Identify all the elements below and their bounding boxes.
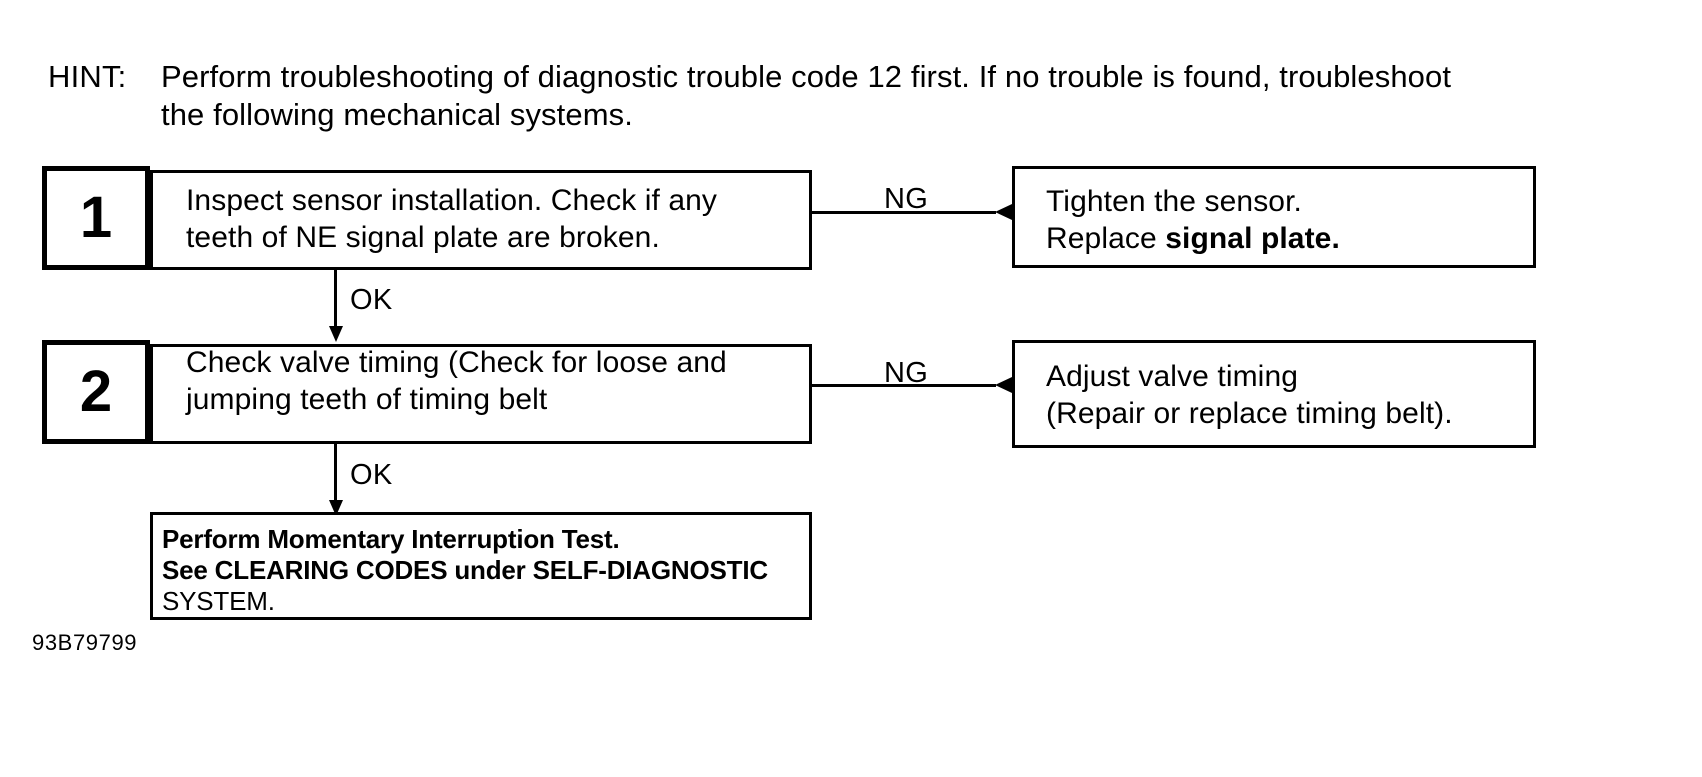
- step-1-ng-label: NG: [884, 183, 929, 215]
- step-2-check-line-2: jumping teeth of timing belt: [186, 383, 548, 416]
- step-1-result-line-2-emphasis: signal plate.: [1165, 222, 1340, 255]
- step-1-ng-line: [812, 211, 996, 214]
- step-1-check-text: Inspect sensor installation. Check if an…: [186, 182, 806, 256]
- step-2-ok-label: OK: [350, 459, 393, 491]
- step-2-check-line-1: Check valve timing (Check for loose and: [186, 346, 727, 379]
- step-1-result-box: [1012, 166, 1536, 268]
- step-1-number-badge: 1: [42, 166, 150, 270]
- step-1-result-line-2-prefix: Replace: [1046, 222, 1157, 255]
- step-2-number-badge: 2: [42, 340, 150, 444]
- step-1-check-line-2: teeth of NE signal plate are broken.: [186, 221, 660, 254]
- step-1-ok-label: OK: [350, 284, 393, 316]
- step-1-check-box: [150, 170, 812, 270]
- step-2-ng-arrowhead-icon: [995, 377, 1012, 393]
- final-action-text: Perform Momentary Interruption Test. See…: [162, 524, 808, 617]
- hint-label: HINT:: [48, 59, 127, 94]
- step-1-ok-arrowhead-icon: [329, 326, 343, 342]
- step-2-result-text: Adjust valve timing (Repair or replace t…: [1046, 358, 1532, 432]
- hint-text-line-2: the following mechanical systems.: [161, 97, 633, 132]
- step-2-result-box: [1012, 340, 1536, 448]
- step-2-ng-line: [812, 384, 996, 387]
- step-2-result-line-2: (Repair or replace timing belt).: [1046, 397, 1453, 430]
- step-2-ng-label: NG: [884, 357, 929, 389]
- step-2-check-box: [150, 344, 812, 444]
- step-2-check-text: Check valve timing (Check for loose and …: [186, 344, 806, 418]
- step-1-ng-arrowhead-icon: [995, 204, 1012, 220]
- step-1-result-line-1: Tighten the sensor.: [1046, 185, 1302, 218]
- step-1-check-line-1: Inspect sensor installation. Check if an…: [186, 184, 718, 217]
- step-1-result-text: Tighten the sensor. Replace signal plate…: [1046, 183, 1526, 257]
- hint-text-line-1: Perform troubleshooting of diagnostic tr…: [161, 59, 1452, 94]
- step-1-ok-line: [334, 270, 337, 328]
- step-2-result-line-1: Adjust valve timing: [1046, 360, 1299, 393]
- hint-block: HINT: Perform troubleshooting of diagnos…: [48, 58, 1568, 134]
- final-action-line-2: See CLEARING CODES under SELF-DIAGNOSTIC: [162, 555, 768, 585]
- final-action-box: [150, 512, 812, 620]
- step-1-number: 1: [79, 185, 113, 250]
- step-2-ok-line: [334, 444, 337, 502]
- step-2-number: 2: [79, 359, 113, 424]
- figure-reference-code: 93B79799: [32, 630, 138, 655]
- final-action-line-1: Perform Momentary Interruption Test.: [162, 524, 620, 554]
- final-action-line-3: SYSTEM.: [162, 586, 275, 616]
